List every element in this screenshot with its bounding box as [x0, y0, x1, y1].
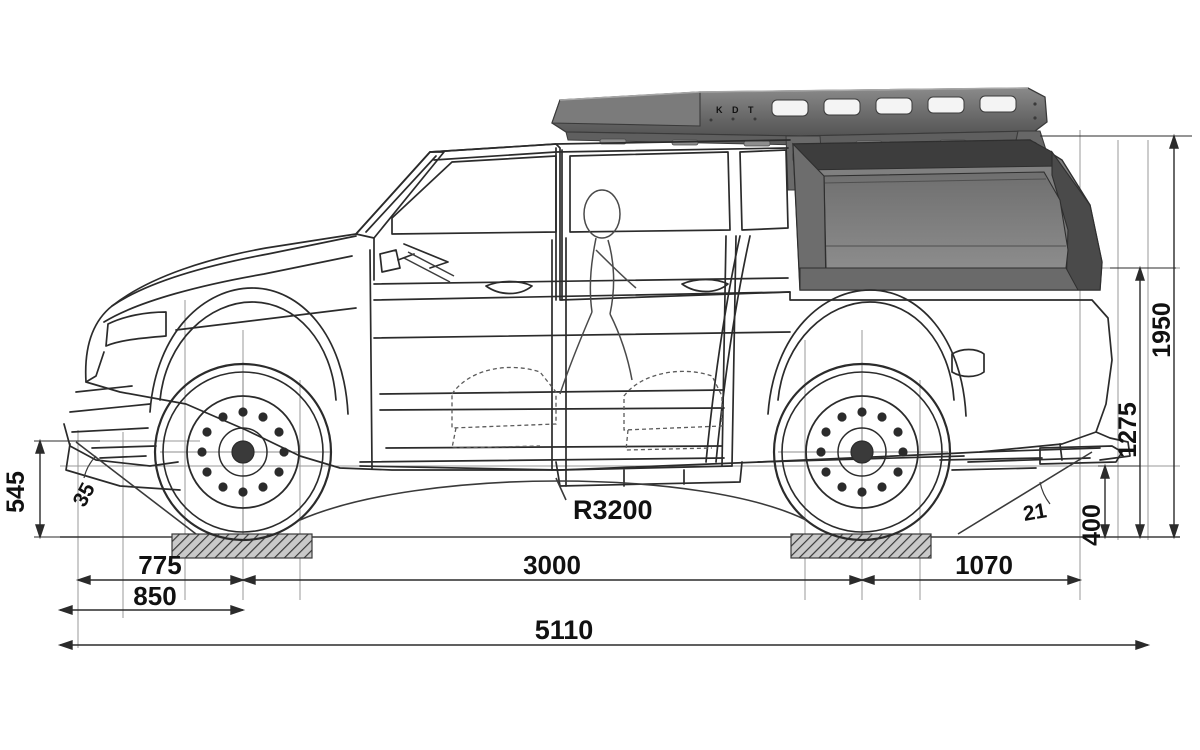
tyre-contact-patches: [171, 533, 932, 559]
dim-label-545: 545: [2, 471, 30, 513]
vertical-dimension-labels: 545 400 1275 1950: [2, 302, 1176, 546]
approach-angle-lines: [75, 441, 197, 535]
dim-label-5110: 5110: [535, 615, 594, 645]
dim-label-3000: 3000: [523, 550, 581, 580]
dim-label-1950: 1950: [1148, 302, 1176, 358]
occupant-figure: [559, 189, 637, 395]
front-wheel: [153, 362, 333, 542]
rack-cutouts: [771, 95, 1017, 117]
dim-label-775: 775: [138, 550, 181, 580]
angle-and-radius-labels: 35 21 R3200: [69, 479, 1049, 526]
rack-logo-text: K D T: [716, 105, 757, 115]
steering-wheel: [403, 251, 455, 283]
rack-fastener-dots: [709, 102, 1037, 122]
interior-construction: [451, 366, 723, 451]
rear-wheel: [772, 362, 952, 542]
radius-label-r3200: R3200: [573, 495, 653, 525]
dim-label-850: 850: [133, 581, 176, 611]
bed-canopy: [792, 139, 1103, 291]
horizontal-dimension-labels: 775 3000 1070 850 5110: [133, 550, 1013, 645]
angle-label-approach: 35: [69, 479, 100, 511]
angle-label-departure: 21: [1021, 499, 1048, 526]
horizontal-dimension-lines: [57, 575, 1151, 650]
dim-label-400: 400: [1078, 504, 1106, 546]
dim-label-1275: 1275: [1114, 402, 1142, 458]
dim-label-1070: 1070: [955, 550, 1013, 580]
departure-angle-lines: [957, 451, 1093, 535]
ramp-breakover-arc: [299, 477, 807, 521]
vertical-dimension-lines: [34, 133, 1192, 540]
wheel-centrelines: [160, 362, 948, 540]
